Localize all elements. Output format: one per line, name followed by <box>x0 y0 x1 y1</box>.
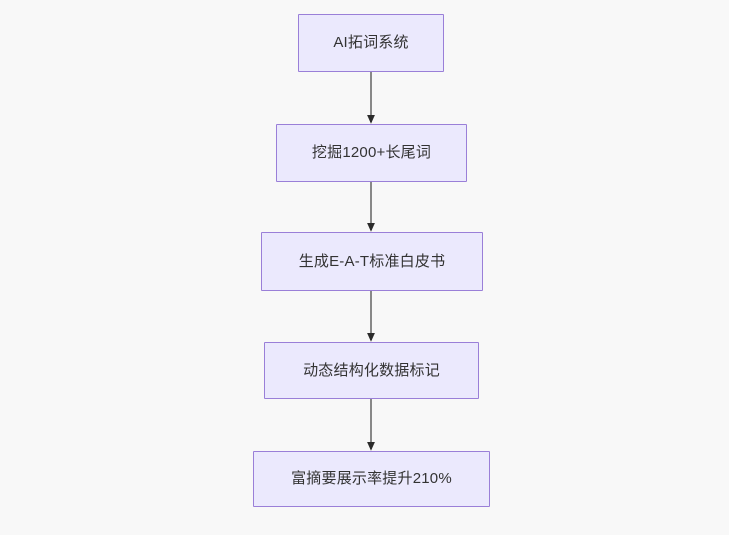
flow-node-rich-snippet-rate-increase[interactable]: 富摘要展示率提升210% <box>253 451 490 507</box>
flow-node-label: AI拓词系统 <box>333 34 409 51</box>
flow-node-label: 富摘要展示率提升210% <box>291 470 452 487</box>
flow-node-label: 挖掘1200+长尾词 <box>311 144 432 161</box>
flow-node-ai-keyword-system[interactable]: AI拓词系统 <box>298 14 444 72</box>
flow-node-generate-eat-whitepaper[interactable]: 生成E-A-T标准白皮书 <box>261 232 483 291</box>
flow-node-dynamic-structured-data-markup[interactable]: 动态结构化数据标记 <box>264 342 479 399</box>
flow-node-mine-longtail-keywords[interactable]: 挖掘1200+长尾词 <box>276 124 467 182</box>
flow-node-label: 生成E-A-T标准白皮书 <box>298 252 446 270</box>
flow-node-label: 动态结构化数据标记 <box>303 361 440 379</box>
